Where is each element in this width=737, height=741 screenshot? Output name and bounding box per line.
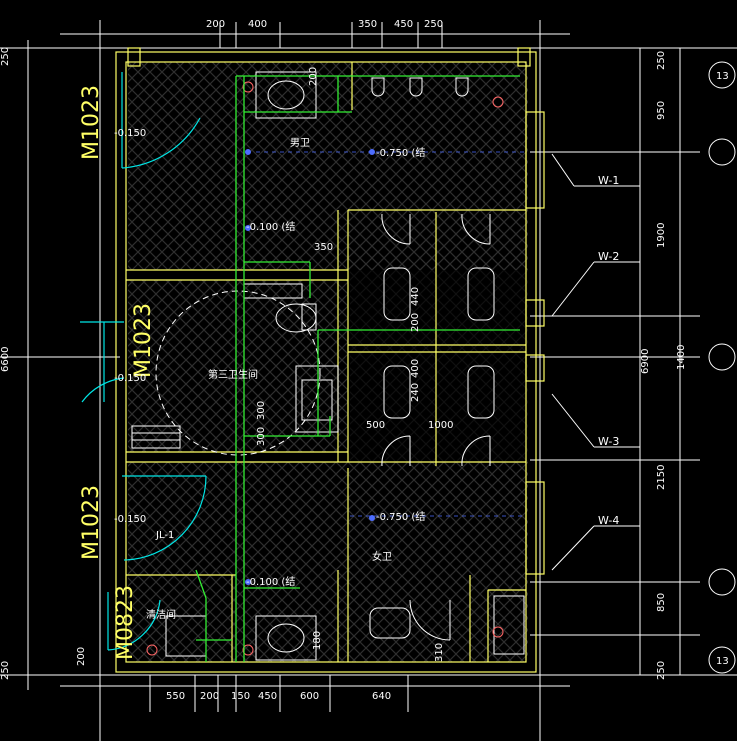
room-label-female: 女卫 [372, 550, 392, 563]
inner-dim-200b: 200 [410, 313, 421, 332]
level-mark-2: -0.150 [114, 373, 146, 384]
room-label-third: 第三卫生间 [208, 368, 258, 381]
right-dim-g: 250 [656, 661, 667, 680]
inner-dim-1000: 1000 [428, 420, 453, 431]
bottom-dim-f: 640 [372, 691, 391, 702]
blue-nodes [245, 149, 526, 585]
top-dim-b: 400 [248, 19, 267, 30]
top-dimensions: 200 400 350 450 250 [206, 19, 443, 30]
door-tag-1: M1023 [79, 85, 104, 160]
top-dim-e: 250 [424, 19, 443, 30]
door-tag-4: M0823 [113, 585, 138, 660]
window-tag-w2: W-2 [598, 250, 619, 263]
inner-dim-180: 180 [312, 631, 323, 650]
right-dimensions: 250 950 1900 1400 2150 850 250 6900 [640, 51, 687, 680]
left-dim-middle: 6600 [0, 347, 11, 372]
axis-label-bottom: 13 [716, 656, 729, 667]
bottom-dim-d: 450 [258, 691, 277, 702]
left-dim-bottom: 250 [0, 661, 11, 680]
inner-dim-440: 440 [410, 287, 421, 306]
left-dimensions: 250 6600 250 [0, 47, 11, 680]
bottom-dim-c: 150 [231, 691, 250, 702]
room-label-cleaning: 清洁间 [146, 608, 176, 621]
door-swings [80, 72, 207, 651]
fixtures [131, 71, 525, 661]
level-mark-1: -0.150 [114, 128, 146, 139]
door-tag-2: M1023 [131, 303, 156, 378]
inner-dim-300b: 300 [256, 427, 267, 446]
level-mark-6: -0.750 (结 [376, 510, 425, 523]
inner-dim-200: 200 [308, 67, 319, 86]
window-tag-w1: W-1 [598, 174, 619, 187]
right-dim-f: 850 [656, 593, 667, 612]
pipe-label: JL-1 [155, 530, 174, 541]
inner-dim-400: 400 [410, 359, 421, 378]
bottom-dim-a: 550 [166, 691, 185, 702]
window-tag-w4: W-4 [598, 514, 619, 527]
bottom-dim-b: 200 [200, 691, 219, 702]
top-dim-c: 350 [358, 19, 377, 30]
right-dim-total: 6900 [640, 349, 651, 374]
bottom-dim-e: 600 [300, 691, 319, 702]
level-mark-4: -0.750 (结 [376, 146, 425, 159]
top-dim-d: 450 [394, 19, 413, 30]
inner-dim-240: 240 [410, 383, 421, 402]
inner-dim-350: 350 [314, 242, 333, 253]
right-dim-b: 950 [656, 101, 667, 120]
top-dim-a: 200 [206, 19, 225, 30]
inner-dim-300a: 300 [256, 401, 267, 420]
room-label-male: 男卫 [290, 137, 310, 149]
turning-circle [155, 290, 321, 456]
walls [115, 47, 545, 673]
level-mark-5: -0.100 (结 [246, 220, 295, 233]
right-dim-c: 1900 [656, 223, 667, 248]
level-mark-3: -0.150 [114, 514, 146, 525]
inner-dim-500: 500 [366, 420, 385, 431]
bottom-dimensions: 550 200 150 450 600 640 [166, 691, 391, 702]
right-dim-a: 250 [656, 51, 667, 70]
right-dim-d: 1400 [676, 345, 687, 370]
axis-label-top: 13 [716, 71, 729, 82]
inner-dim-310: 310 [434, 643, 445, 662]
left-dim-top: 250 [0, 47, 11, 66]
inner-dimensions: 200 350 440 200 400 240 300 300 500 1000… [76, 67, 453, 666]
door-tag-3: M1023 [79, 485, 104, 560]
window-tag-w3: W-3 [598, 435, 619, 448]
inner-dim-200c: 200 [76, 647, 87, 666]
right-dim-e: 2150 [656, 465, 667, 490]
window-leaders [551, 153, 640, 571]
pipes [195, 75, 520, 662]
level-mark-7: -0.100 (结 [246, 575, 295, 588]
